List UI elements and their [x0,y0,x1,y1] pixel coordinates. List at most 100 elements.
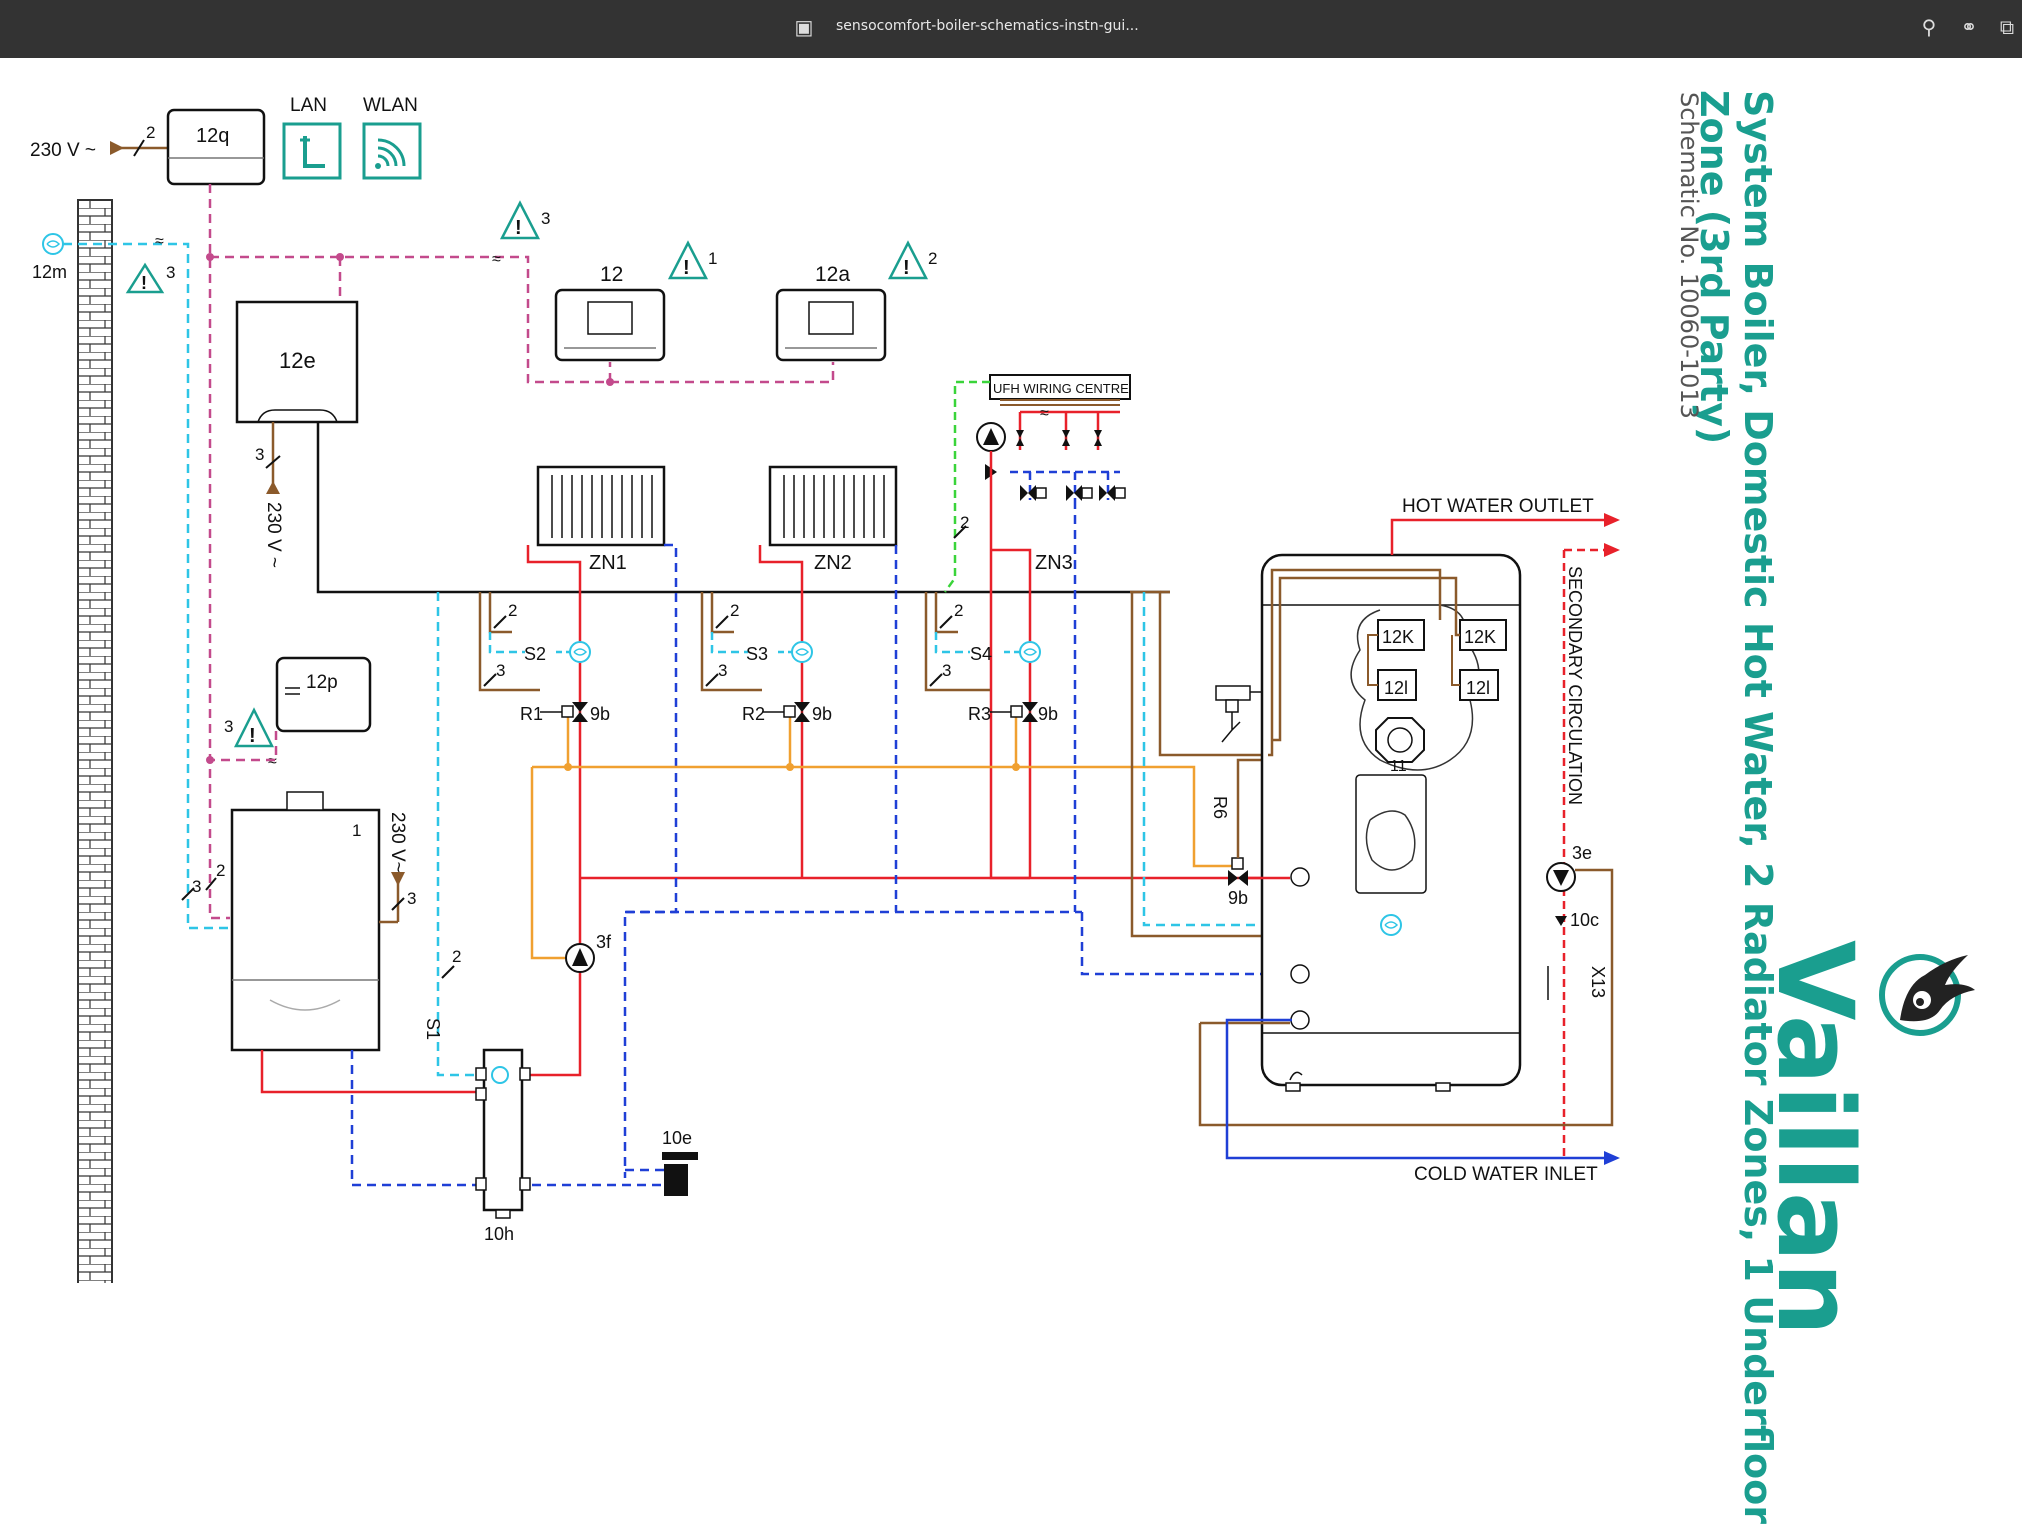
label-12l-1: 12l [1384,678,1408,698]
warning-number: 3 [224,717,233,736]
label-zn2: ZN2 [814,552,852,574]
cold-water-inlet-pipe [1225,1018,1604,1160]
label-230v-a: 230 V ~ [30,140,96,161]
schematic-number: Schematic No. 10060-1013 [1675,92,1703,419]
temperature-sensor-s2 [569,641,591,663]
schematic-diagram: 230 V ~ 2 12q LAN WLAN 12m ≈ [30,95,1975,1283]
label-10e: 10e [662,1128,692,1148]
wire-count: 2 [730,601,739,620]
power-feed-12q [110,139,168,157]
wire-count: 3 [192,877,201,896]
zone-valve-9b-zn2 [783,702,810,722]
label-s3: S3 [746,644,768,664]
expansion-vessel-10e [662,1152,698,1196]
wire-count: 3 [407,889,416,908]
label-10h: 10h [484,1224,514,1244]
label-wlan: WLAN [363,95,418,116]
svg-text:!: ! [903,257,910,279]
boiler-return [350,1050,665,1187]
wire-break: ≈ [268,753,277,770]
temperature-sensor-s4 [1019,641,1041,663]
return-cylinder [1080,912,1290,976]
share-icon[interactable]: ⧉ [1999,17,2015,39]
warning-icon: ! [233,707,275,748]
warning-icon: ! [499,200,541,240]
label-12m: 12m [32,262,67,282]
label-230v-b: 230 V ~ [263,502,284,568]
radiator-zn2 [768,465,898,547]
label-r2: R2 [742,704,765,724]
cylinder-control-line [1130,590,1280,757]
label-12a: 12a [815,263,850,286]
wire-count: 2 [508,601,517,620]
ufh-valves [1016,430,1126,501]
label-s4: S4 [970,644,992,664]
control-cable [316,422,1170,594]
wire-break: ≈ [155,233,164,250]
lan-icon [282,122,342,180]
label-3f: 3f [596,932,612,952]
label-cold-water-inlet: COLD WATER INLET [1414,1164,1598,1185]
warning-number: 3 [166,263,175,282]
temperature-sensor-s3 [791,641,813,663]
label-zn3: ZN3 [1035,552,1073,574]
cylinder-cutout-12l-b [1459,669,1499,701]
label-9b-1: 9b [590,704,610,724]
check-valve-10c [1555,916,1567,926]
label-zn1: ZN1 [589,552,627,574]
secondary-pump-3e [1546,862,1576,892]
label-hot-water-outlet: HOT WATER OUTLET [1402,496,1594,517]
ufh-control-line [943,380,990,593]
wire-count: 2 [452,947,461,966]
warning-icon: ! [125,262,165,294]
ebus-line [208,184,230,920]
ufh-wiring-centre [989,374,1131,400]
secondary-pump-wiring [1198,868,1614,1127]
label-9b-4: 9b [1228,888,1248,908]
label-3e: 3e [1572,843,1592,863]
label-r1: R1 [520,704,543,724]
wire-break: ≈ [1040,405,1049,422]
room-controller-12 [554,288,666,362]
sidebar-icon[interactable]: ▣ [794,17,814,39]
wall [77,199,113,1283]
svg-text:!: ! [141,273,147,293]
return-zn1 [623,543,678,1178]
internet-gateway-12q [166,108,266,186]
zone-valve-9b-zn3 [1010,702,1038,722]
label-secondary-circulation: SECONDARY CIRCULATION [1565,566,1585,805]
wire-count: 2 [146,123,155,142]
wire-count: 2 [216,861,225,880]
hot-water-cylinder [1260,553,1522,1092]
wire-count: 3 [496,661,505,680]
sensor-line-s1 [436,592,484,1077]
svg-text:!: ! [515,217,522,239]
flow-to-header [508,878,582,1077]
label-10c: 10c [1570,910,1599,930]
system-controller-12e [235,300,359,424]
wire-count: 2 [960,513,969,532]
label-boiler-1: 1 [352,821,361,840]
label-12e: 12e [279,348,316,373]
label-12k-2: 12K [1464,627,1496,647]
boiler-flow [260,1050,484,1094]
label-9b-2: 9b [812,704,832,724]
hot-water-outlet-pipe [1390,518,1604,555]
warning-number: 1 [708,249,717,268]
wire-count: 3 [942,661,951,680]
headphones-icon[interactable]: ⚭ [1960,17,1978,39]
warning-icon: ! [667,240,709,280]
label-11: 11 [1390,758,1407,775]
valve-control-line [532,765,1240,868]
wire-count: 3 [255,445,264,464]
sensor-line-12m [63,242,234,930]
wlan-icon [362,122,422,180]
document-tab-title: sensocomfort-boiler-schematics-instn-gui… [836,18,1139,34]
wire-count: 3 [718,661,727,680]
search-icon[interactable]: ⚲ [1921,17,1937,39]
label-12l-2: 12l [1466,678,1490,698]
warning-number: 2 [928,249,937,268]
zone-valve-9b-zn1 [561,702,588,722]
room-controller-12a [775,288,887,362]
label-lan: LAN [290,95,327,116]
